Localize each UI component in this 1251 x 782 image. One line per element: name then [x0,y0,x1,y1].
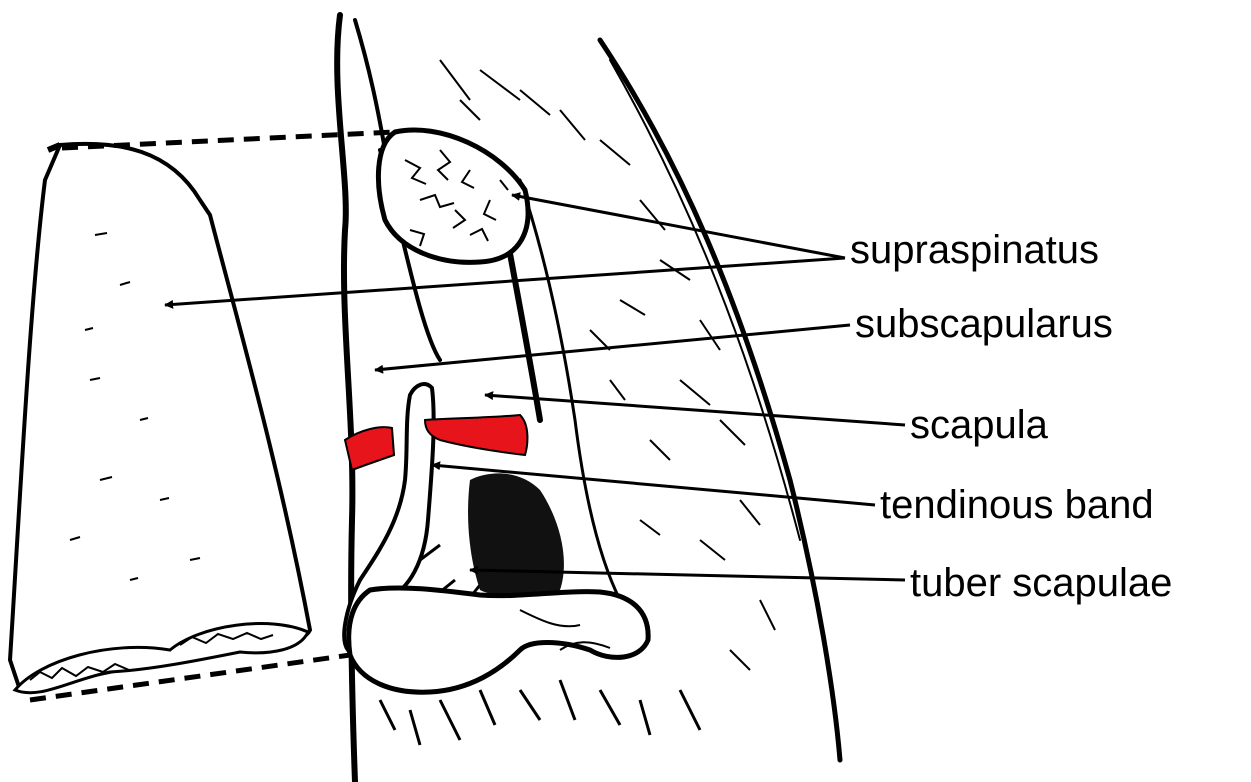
label-tendinous-band: tendinous band [880,485,1154,525]
leader-subscapularus [375,325,850,370]
tuber-scapulae-shape [349,588,648,692]
supraspinatus-cross-section [378,130,528,262]
detached-muscle-block [10,144,310,693]
label-subscapularus: subscapularus [855,304,1113,344]
leader-scapula [485,395,905,425]
leader-supraspinatus-2 [165,258,845,305]
label-supraspinatus: supraspinatus [850,230,1099,270]
label-scapula: scapula [910,405,1048,445]
label-tuber-scapulae: tuber scapulae [910,563,1172,603]
dark-shading [468,473,564,597]
leader-supraspinatus-1 [512,195,845,258]
